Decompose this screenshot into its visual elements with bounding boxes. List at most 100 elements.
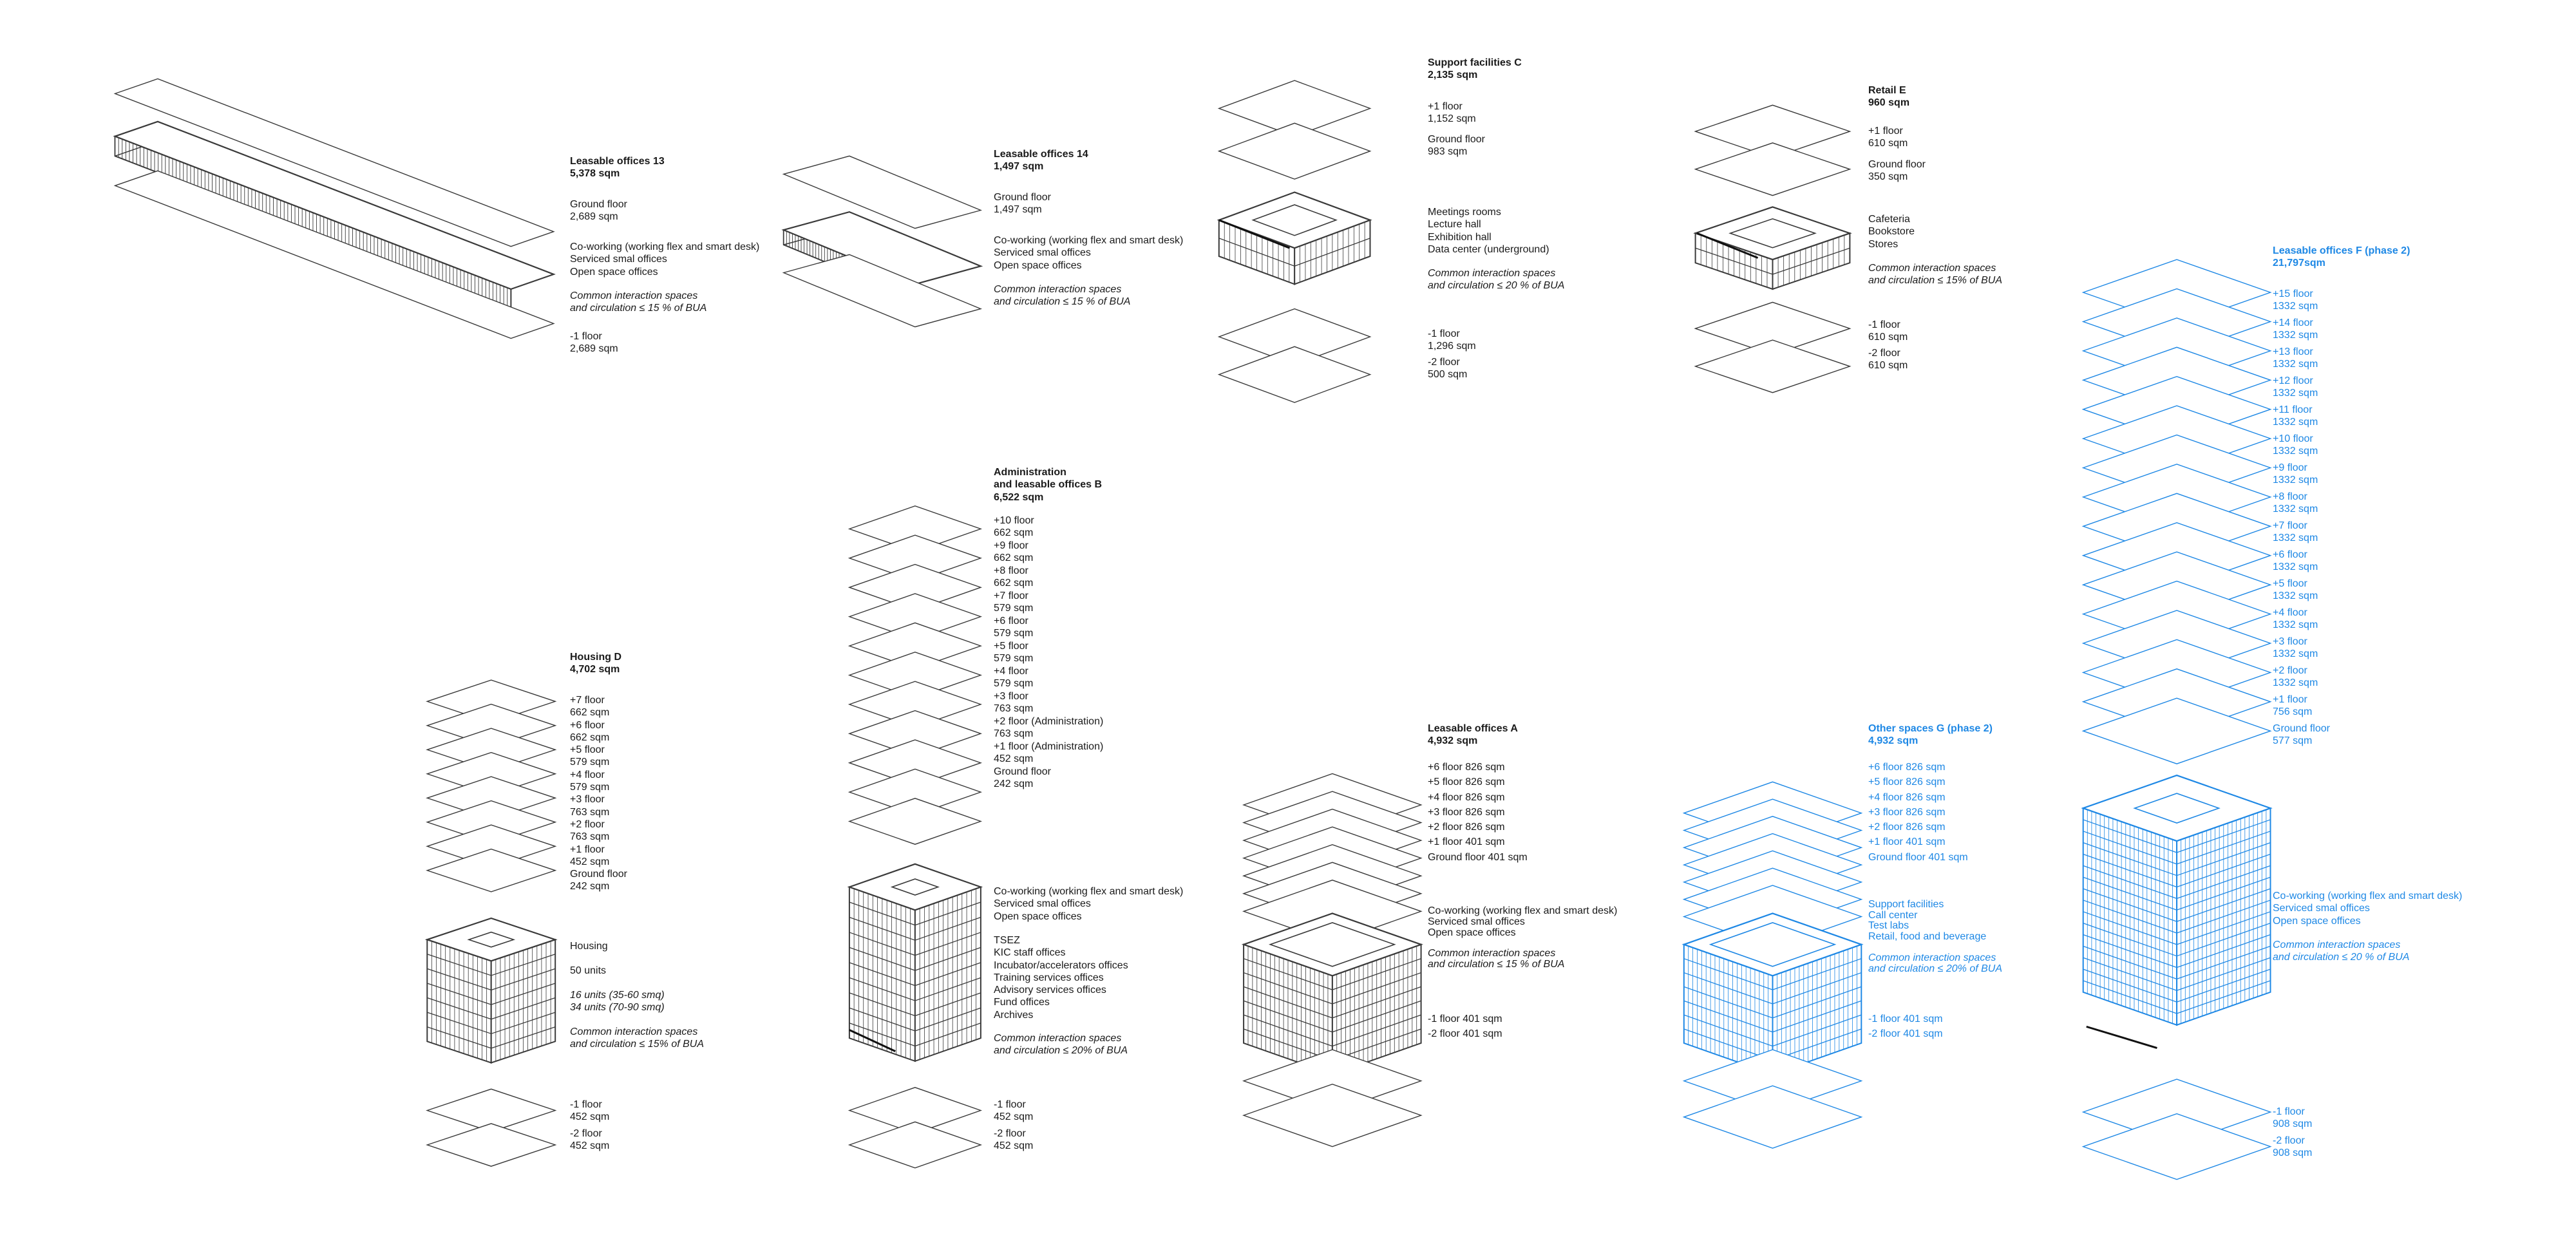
info-line: +15 floor (2273, 288, 2313, 299)
floor-slab (426, 1123, 557, 1167)
floor-info-group: +15 floor 1332 sqm (2273, 288, 2318, 313)
info-line: 610 sqm (1868, 138, 1908, 149)
info-line: Fund offices (994, 997, 1050, 1008)
info-line: -1 floor 401 sqm (1428, 1014, 1502, 1024)
info-line: Ground floor (1428, 134, 1485, 145)
info-line: 1332 sqm (2273, 417, 2318, 428)
info-line: +2 floor (570, 819, 605, 830)
info-line: Stores (1868, 238, 1899, 250)
floor-info-group: +1 floor (Administration)452 sqm (994, 741, 1103, 766)
floor-slab (848, 1121, 983, 1169)
info-line: Test labs (1868, 920, 1909, 932)
roof-courtyard (1268, 922, 1396, 967)
info-line: +3 floor 826 sqm (1428, 806, 1505, 818)
floor-slab (1694, 142, 1852, 196)
info-line: 1332 sqm (2273, 590, 2318, 602)
info-line: +3 floor (570, 794, 605, 806)
info-line: and circulation ≤ 15% of BUA (1868, 275, 2002, 287)
info-line: Lecture hall (1428, 219, 1481, 231)
building-name: Leasable offices 14 (994, 149, 1088, 160)
floor-slab (113, 120, 556, 290)
info-line: Common interaction spaces (994, 1033, 1122, 1044)
floor-info-group: +6 floor 826 sqm+5 floor 826 sqm+4 floor… (1428, 760, 1528, 865)
info-line: 1332 sqm (2273, 388, 2318, 399)
info-line: and circulation ≤ 15 % of BUA (1428, 959, 1565, 970)
info-line: +7 floor (570, 695, 605, 706)
info-line: Bookstore (1868, 226, 1915, 238)
info-line: 577 sqm (2273, 735, 2313, 747)
info-line: -1 floor (2273, 1106, 2305, 1117)
info-line: 452 sqm (994, 1111, 1034, 1123)
floor-slab (1694, 301, 1852, 355)
info-line: 452 sqm (570, 1140, 610, 1152)
building-total-area: 960 sqm (1868, 97, 1910, 109)
info-line: Archives (994, 1009, 1034, 1021)
info-line: 34 units (70-90 smq) (570, 1002, 665, 1014)
info-line: and circulation ≤ 15 % of BUA (570, 303, 707, 314)
info-line: 1,152 sqm (1428, 113, 1476, 125)
info-line: 1332 sqm (2273, 301, 2318, 312)
info-line: 662 sqm (570, 707, 610, 719)
info-line: 2,689 sqm (570, 343, 618, 355)
info-line: Training services offices (994, 972, 1104, 983)
info-line: Common interaction spaces (570, 1026, 698, 1037)
info-line: 1332 sqm (2273, 330, 2318, 341)
building-total-area: 4,932 sqm (1428, 735, 1478, 747)
info-line: +12 floor (2273, 375, 2313, 386)
info-line: -1 floor (994, 1099, 1026, 1110)
info-line: 579 sqm (994, 678, 1034, 690)
info-line: -2 floor (994, 1128, 1026, 1139)
info-line: Serviced smal offices (570, 254, 667, 265)
info-line: 452 sqm (994, 1140, 1034, 1152)
info-line: Ground floor (570, 869, 627, 880)
building-heading: Leasable offices F (phase 2)21,797sqm (2273, 245, 2410, 270)
floor-info-group: -2 floor 401 sqm (1428, 1028, 1502, 1040)
floor-slab (1217, 346, 1372, 403)
info-line: and circulation ≤ 15% of BUA (570, 1039, 704, 1050)
info-line: Common interaction spaces (570, 290, 698, 301)
info-line: 1332 sqm (2273, 475, 2318, 486)
info-line: 350 sqm (1868, 171, 1908, 183)
info-line: Ground floor (1868, 159, 1926, 170)
info-line: 756 sqm (2273, 706, 2313, 718)
floor-slab (2081, 697, 2272, 764)
info-line: 1332 sqm (2273, 359, 2318, 370)
info-line: and circulation ≤ 20% of BUA (1868, 963, 2002, 974)
info-line: Co-working (working flex and smart desk) (2273, 891, 2463, 901)
building-total-area: 2,135 sqm (1428, 70, 1478, 81)
building-total-area: 21,797sqm (2273, 258, 2325, 269)
floor-slab (848, 1087, 983, 1134)
info-line: +1 floor (570, 844, 605, 855)
info-line: -2 floor 401 sqm (1868, 1028, 1943, 1039)
info-line: 1,497 sqm (994, 204, 1042, 216)
info-line: +2 floor (2273, 665, 2307, 676)
building-name: Administration (994, 467, 1066, 478)
roof-courtyard (1728, 218, 1817, 249)
info-line: +6 floor (570, 719, 605, 731)
building-name: Support facilities C (1428, 57, 1522, 68)
info-line: 662 sqm (994, 552, 1034, 564)
